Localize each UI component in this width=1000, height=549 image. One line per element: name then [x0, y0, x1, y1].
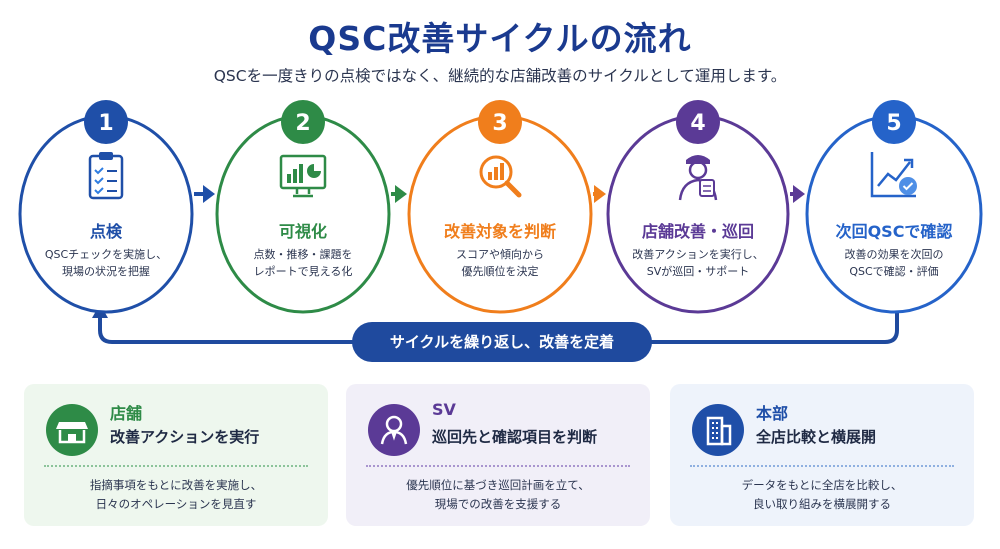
step-desc-line: QSCで確認・評価 — [849, 265, 939, 278]
card-heading: SV — [432, 400, 456, 419]
flow-arrowhead — [203, 185, 215, 203]
loop-banner: サイクルを繰り返し、改善を定着 — [352, 322, 652, 362]
step-4: 店舗改善・巡回 改善アクションを実行し、 SVが巡回・サポート — [608, 122, 788, 312]
person-icon — [368, 404, 420, 456]
card-hq: 本部 全店比較と横展開 データをもとに全店を比較し、 良い取り組みを横展開する — [670, 384, 974, 526]
card-body-line: 指摘事項をもとに改善を実施し、 — [89, 478, 263, 492]
step-label: 改善対象を判断 — [443, 222, 556, 241]
step-3: 改善対象を判断 スコアや傾向から 優先順位を決定 — [405, 122, 595, 312]
step-number: 2 — [295, 111, 310, 136]
step-desc-line: QSCチェックを実施し、 — [44, 248, 168, 261]
card-body: 優先順位に基づき巡回計画を立て、 現場での改善を支援する — [346, 476, 650, 514]
step-number-badge — [872, 100, 916, 144]
step-description: QSCチェックを実施し、 現場の状況を把握 — [21, 246, 191, 280]
step-desc-line: 点数・推移・課題を — [253, 248, 353, 261]
step-label: 点検 — [89, 222, 122, 241]
trend-check-icon — [866, 148, 922, 200]
step-description: 改善の効果を次回の QSCで確認・評価 — [808, 246, 980, 280]
step-desc-line: スコアや傾向から — [456, 248, 544, 261]
page-subtitle: QSCを一度きりの点検ではなく、継続的な店舗改善のサイクルとして運用します。 — [213, 67, 787, 85]
card-subheading: 全店比較と横展開 — [756, 428, 877, 446]
flow-arrowhead — [395, 185, 407, 203]
divider — [44, 465, 308, 467]
card-body-line: 現場での改善を支援する — [434, 497, 562, 511]
flow-arrowhead — [793, 185, 805, 203]
supervisor-clipboard-icon — [670, 148, 726, 201]
card-body-line: 優先順位に基づき巡回計画を立て、 — [406, 478, 590, 492]
storefront-icon — [46, 404, 98, 456]
step-description: 改善アクションを実行し、 SVが巡回・サポート — [608, 246, 788, 280]
step-number-badge — [676, 100, 720, 144]
step-5: 次回QSCで確認 改善の効果を次回の QSCで確認・評価 — [808, 122, 980, 312]
step-1: 点検 QSCチェックを実施し、 現場の状況を把握 — [21, 122, 191, 312]
step-label: 店舗改善・巡回 — [641, 222, 754, 241]
step-desc-line: 改善の効果を次回の — [844, 248, 944, 261]
flow-arrowhead — [594, 185, 606, 203]
step-number: 3 — [492, 111, 507, 136]
card-sv: SV 巡回先と確認項目を判断 優先順位に基づき巡回計画を立て、 現場での改善を支… — [346, 384, 650, 526]
step-number: 1 — [98, 111, 113, 136]
card-body-line: 日々のオペレーションを見直す — [95, 497, 257, 511]
card-subheading: 改善アクションを実行 — [110, 428, 260, 446]
magnifier-chart-icon — [472, 150, 528, 202]
page-title: QSC改善サイクルの流れ — [308, 19, 692, 58]
office-building-icon — [692, 404, 744, 456]
step-number-badge — [84, 100, 128, 144]
clipboard-checklist-icon — [78, 150, 134, 202]
step-label: 可視化 — [278, 222, 327, 241]
card-subheading: 巡回先と確認項目を判断 — [432, 428, 598, 446]
card-store: 店舗 改善アクションを実行 指摘事項をもとに改善を実施し、 日々のオペレーション… — [24, 384, 328, 526]
step-description: スコアや傾向から 優先順位を決定 — [405, 246, 595, 280]
step-number: 5 — [886, 111, 901, 136]
step-desc-line: 優先順位を決定 — [461, 265, 539, 278]
step-desc-line: 現場の状況を把握 — [62, 265, 150, 278]
step-number-badge — [478, 100, 522, 144]
step-desc-line: SVが巡回・サポート — [646, 265, 750, 278]
divider — [690, 465, 954, 467]
step-label: 次回QSCで確認 — [835, 222, 953, 241]
card-body: 指摘事項をもとに改善を実施し、 日々のオペレーションを見直す — [24, 476, 328, 514]
step-2: 可視化 点数・推移・課題を レポートで見える化 — [218, 122, 388, 312]
card-heading: 店舗 — [110, 404, 143, 423]
step-desc-line: レポートで見える化 — [253, 265, 353, 278]
step-number-badge — [281, 100, 325, 144]
step-description: 点数・推移・課題を レポートで見える化 — [218, 246, 388, 280]
card-heading: 本部 — [756, 404, 789, 423]
card-body-line: データをもとに全店を比較し、 — [741, 478, 903, 492]
monitor-chart-icon — [275, 150, 331, 202]
card-body-line: 良い取り組みを横展開する — [753, 497, 891, 511]
step-desc-line: 改善アクションを実行し、 — [632, 248, 764, 261]
step-number: 4 — [690, 111, 705, 136]
divider — [366, 465, 630, 467]
card-body: データをもとに全店を比較し、 良い取り組みを横展開する — [670, 476, 974, 514]
